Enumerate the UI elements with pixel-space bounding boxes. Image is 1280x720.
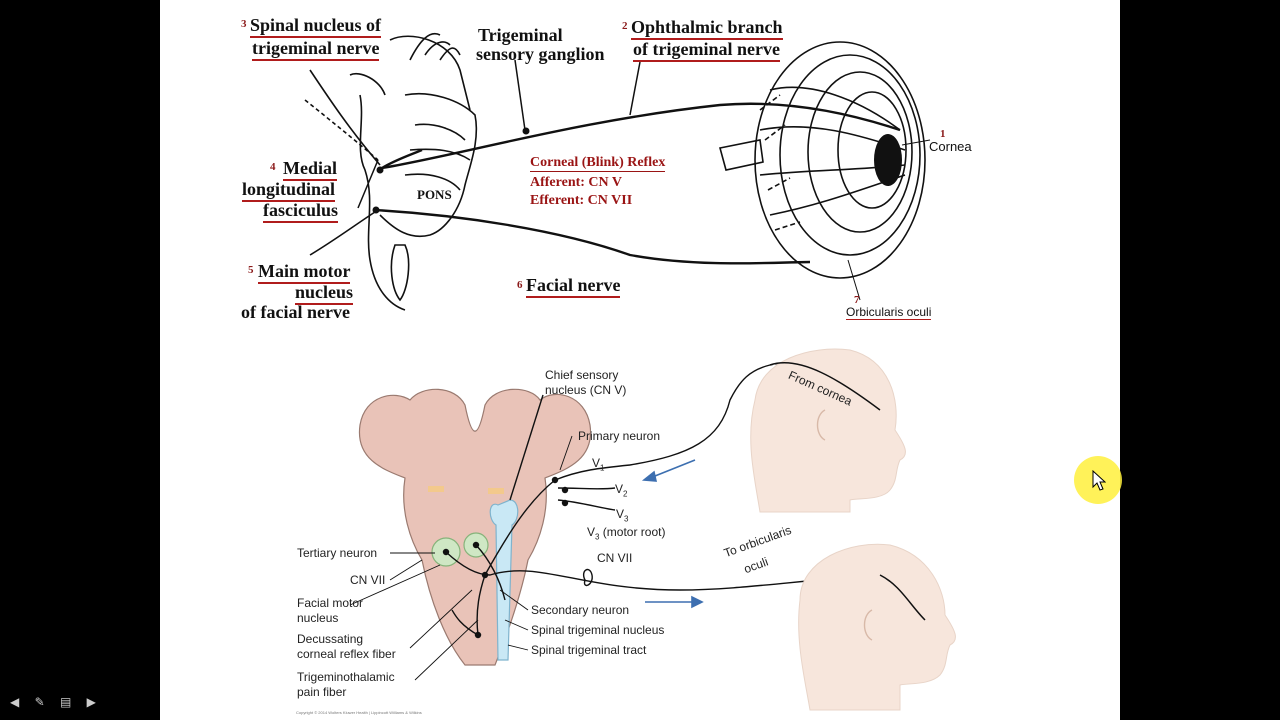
diagram-artwork bbox=[304, 33, 956, 711]
label-number-1: 1 bbox=[940, 128, 946, 140]
cn7-right-label: CN VII bbox=[597, 551, 633, 565]
v2-label: V2 bbox=[615, 482, 628, 499]
ophthalmic-label-line1: Ophthalmic branch bbox=[631, 17, 783, 40]
trigeminothalamic-label-line1: Trigeminothalamic bbox=[297, 670, 395, 684]
slide-nav-controls[interactable]: ◀ ✎ ▤ ▶ bbox=[10, 695, 102, 709]
spinal-trigeminal-nucleus-label: Spinal trigeminal nucleus bbox=[531, 623, 665, 637]
v3-motor-root-label: V3 (motor root) bbox=[587, 525, 666, 542]
chief-sensory-label-line2: nucleus (CN V) bbox=[545, 383, 627, 397]
copyright-footer: Copyright © 2014 Wolters Kluwer Health |… bbox=[296, 710, 422, 715]
label-number-6: 6 bbox=[517, 279, 523, 291]
slide: 3 Spinal nucleus of trigeminal nerve Tri… bbox=[160, 0, 1120, 720]
reflex-efferent: Efferent: CN VII bbox=[530, 193, 633, 208]
facial-nerve-label: Facial nerve bbox=[526, 275, 621, 298]
trigeminothalamic-label-line2: pain fiber bbox=[297, 685, 347, 699]
spinal-nucleus-label-line1: Spinal nucleus of bbox=[250, 15, 382, 38]
v1-label: V1 bbox=[592, 456, 605, 473]
label-number-5: 5 bbox=[248, 264, 254, 276]
mlf-label-line2: longitudinal bbox=[242, 179, 336, 202]
label-number-3: 3 bbox=[241, 18, 247, 30]
facial-motor-label-line2: nucleus bbox=[297, 611, 339, 625]
label-number-7: 7 bbox=[854, 294, 860, 306]
motor-nucleus-label-line3: of facial nerve bbox=[241, 302, 350, 322]
secondary-neuron-label: Secondary neuron bbox=[531, 603, 630, 617]
ganglion-label-line1: Trigeminal bbox=[478, 25, 563, 45]
pons-label: PONS bbox=[417, 187, 452, 202]
label-number-4: 4 bbox=[270, 161, 276, 173]
orbicularis-label: Orbicularis oculi bbox=[846, 305, 932, 320]
mlf-label-line3: fasciculus bbox=[263, 200, 339, 223]
reflex-title: Corneal (Blink) Reflex bbox=[530, 155, 666, 172]
decussating-label-line1: Decussating bbox=[297, 632, 364, 646]
decussating-label-line2: corneal reflex fiber bbox=[297, 647, 396, 661]
v3-label: V3 bbox=[616, 507, 629, 524]
reflex-afferent: Afferent: CN V bbox=[530, 175, 623, 190]
ophthalmic-label-line2: of trigeminal nerve bbox=[633, 39, 780, 62]
mouse-pointer-icon bbox=[1092, 470, 1106, 491]
label-number-2: 2 bbox=[622, 20, 628, 32]
primary-neuron-label: Primary neuron bbox=[578, 429, 661, 443]
cn7-left-label: CN VII bbox=[350, 573, 386, 587]
motor-nucleus-label-line1: Main motor bbox=[258, 261, 351, 284]
ganglion-label-line2: sensory ganglion bbox=[476, 44, 605, 64]
motor-nucleus-label-line2: nucleus bbox=[295, 282, 354, 305]
cornea-label: Cornea bbox=[929, 139, 972, 154]
spinal-trigeminal-tract-label: Spinal trigeminal tract bbox=[531, 643, 647, 657]
chief-sensory-label-line1: Chief sensory bbox=[545, 368, 619, 382]
spinal-nucleus-label-line2: trigeminal nerve bbox=[252, 38, 380, 61]
tertiary-neuron-label: Tertiary neuron bbox=[297, 546, 378, 560]
mlf-label-line1: Medial bbox=[283, 158, 337, 181]
facial-motor-label-line1: Facial motor bbox=[297, 596, 364, 610]
